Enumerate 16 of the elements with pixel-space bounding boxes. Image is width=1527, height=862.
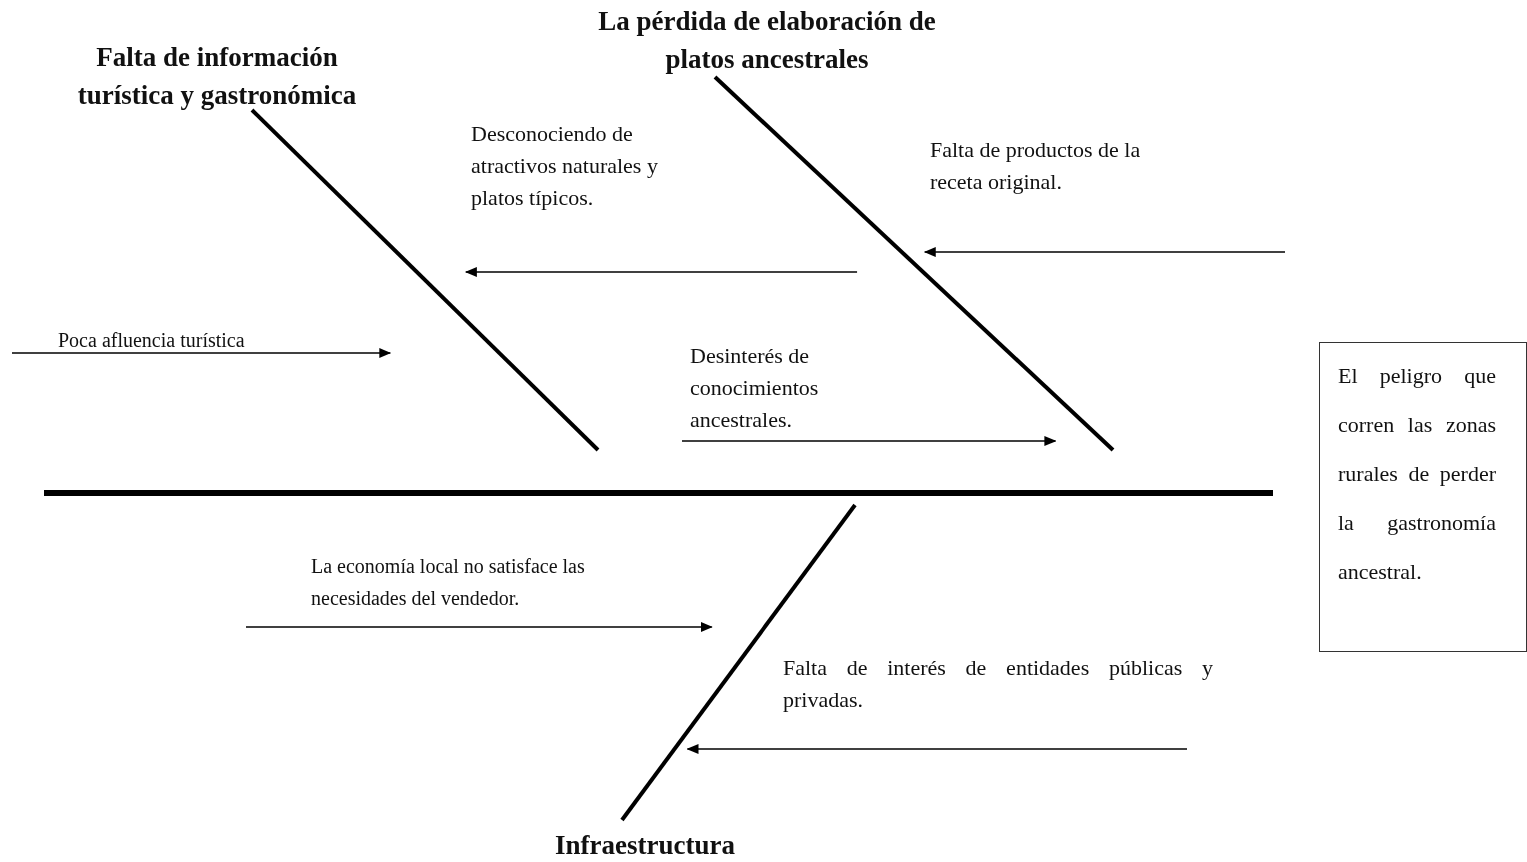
arrow <box>11 348 392 358</box>
edge-label: Desinterés de conocimientos ancestrales. <box>690 342 820 434</box>
effect-box: El peligro que corren las zonas rurales de perder la gastronomía ancestral. <box>1319 342 1527 652</box>
arrow <box>681 436 1057 446</box>
edge-label: Falta de interés de entidades públicas y privadas. <box>783 654 1213 714</box>
category-heading: Falta de información turística y gastronómica <box>76 41 358 112</box>
arrow <box>464 267 858 277</box>
category-heading: Infraestructura <box>554 829 736 862</box>
edge-label: Falta de productos de la receta original. <box>930 136 1142 196</box>
edge-label: Poca afluencia turística <box>58 328 246 353</box>
arrow <box>923 247 1286 257</box>
edge-label: La economía local no satisface las necesidades del vendedor. <box>311 554 586 611</box>
category-heading: La pérdida de elaboración de platos ancestrales <box>597 5 937 76</box>
edge-label: Desconociendo de atractivos naturales y platos típicos. <box>471 120 659 212</box>
arrow <box>686 744 1188 754</box>
arrow <box>245 622 713 632</box>
